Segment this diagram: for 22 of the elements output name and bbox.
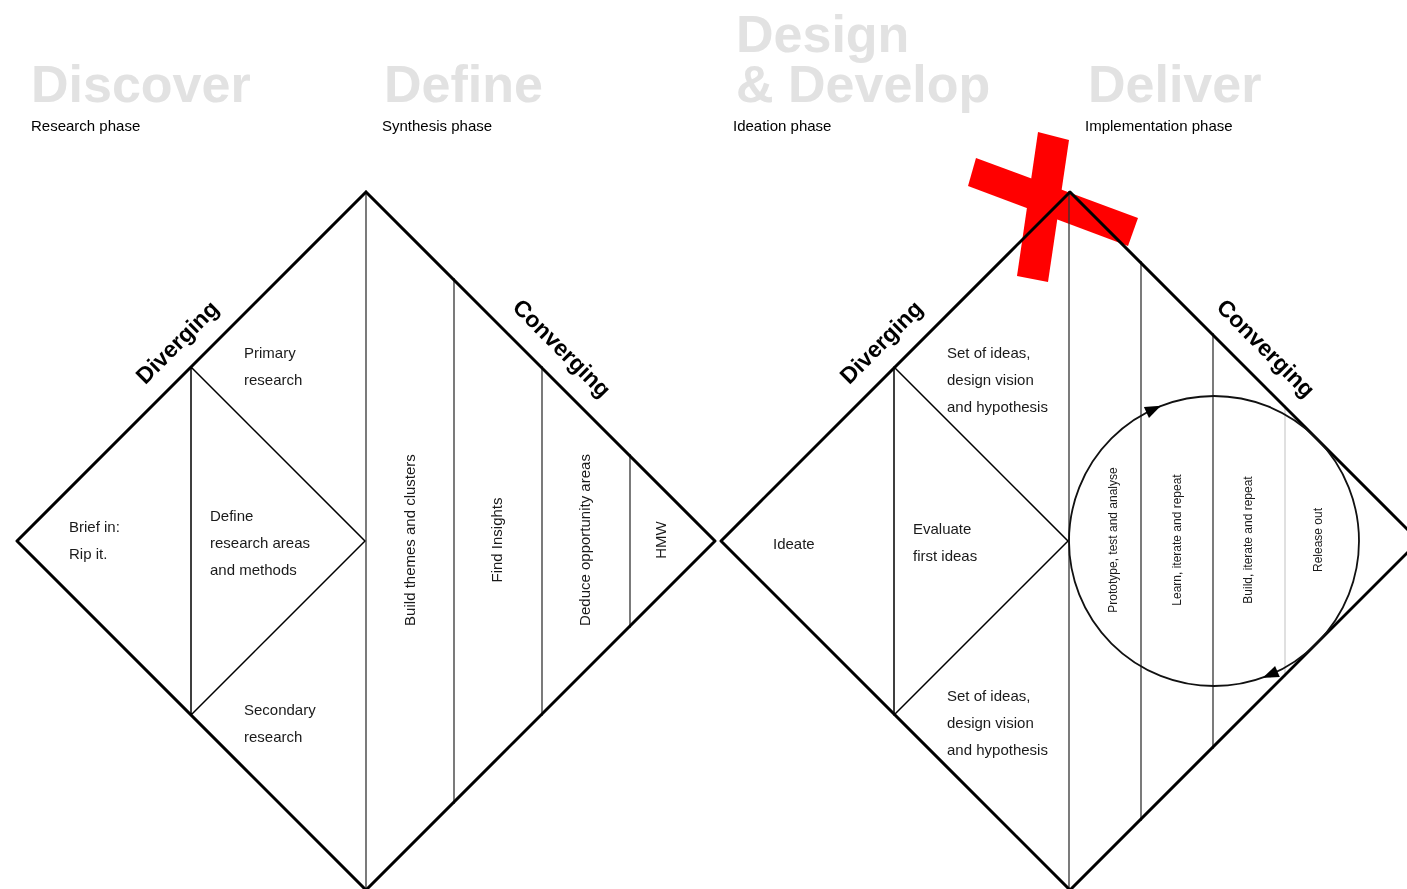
column-label: Learn, iterate and repeat <box>1169 474 1185 606</box>
step-label: Brief in: Rip it. <box>69 517 121 564</box>
step-label: Evaluate first ideas <box>913 519 979 566</box>
column-label: Find Insights <box>487 497 506 583</box>
diamond-shape <box>719 190 1407 889</box>
step-label: Define research areas and methods <box>210 506 312 580</box>
column-label: Prototype, test and analyse <box>1105 467 1121 613</box>
step-label: Secondary research <box>244 700 317 747</box>
step-label: Primary research <box>244 343 304 390</box>
step-label: Ideate <box>773 534 815 554</box>
step-label: Set of ideas, design vision and hypothesis <box>947 343 1049 417</box>
step-label: Set of ideas, design vision and hypothesis <box>947 686 1049 760</box>
column-label: HMW <box>651 521 670 559</box>
phase-subtitle: Ideation phase <box>733 116 832 136</box>
phase-subtitle: Synthesis phase <box>382 116 493 136</box>
column-label: Deduce opportunity areas <box>575 454 594 626</box>
column-label: Release out <box>1310 508 1326 572</box>
diamond-shape <box>15 190 717 889</box>
phase-subtitle: Implementation phase <box>1085 116 1233 136</box>
phase-subtitle: Research phase <box>31 116 141 136</box>
column-label: Build themes and clusters <box>400 454 419 626</box>
column-label: Build, iterate and repeat <box>1240 476 1256 604</box>
